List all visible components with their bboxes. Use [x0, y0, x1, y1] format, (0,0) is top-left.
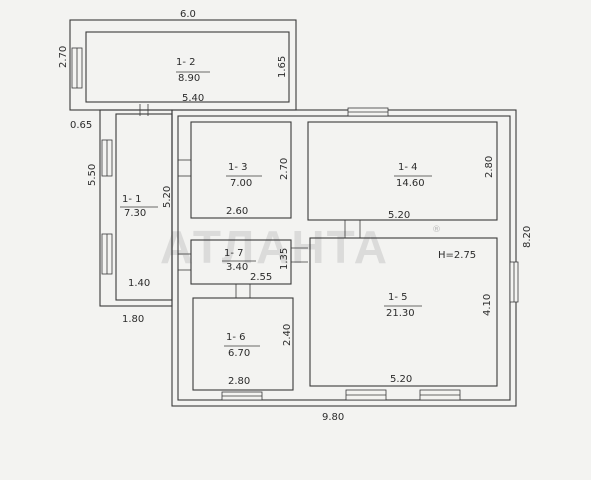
main-house — [171, 109, 517, 407]
room-1-3 — [178, 121, 292, 219]
dim-total-width: 9.80 — [322, 412, 344, 423]
dim-corridor-width: 1.40 — [128, 278, 150, 289]
dim-r12-height-right: 1.65 — [277, 56, 288, 78]
room-1-6-wall — [192, 297, 294, 391]
room-1-6 — [192, 284, 294, 401]
room-1-5 — [309, 237, 519, 401]
room-1-3-area: 7.00 — [230, 178, 252, 189]
dim-r16-height: 2.40 — [282, 324, 293, 346]
watermark-registered-mark: ® — [432, 225, 441, 235]
room-1-4-id: 1- 4 — [398, 162, 418, 173]
room-1-5-wall — [309, 237, 498, 387]
room-1-7 — [178, 239, 308, 285]
ceiling-height: H=2.75 — [438, 250, 476, 261]
main-house-inner-line — [177, 115, 511, 401]
dim-left-block-height: 5.20 — [162, 186, 173, 208]
room-1-6-area: 6.70 — [228, 348, 250, 359]
room-1-1-area: 7.30 — [124, 208, 146, 219]
dim-r13-height: 2.70 — [279, 158, 290, 180]
dim-r12-height-left: 2.70 — [58, 46, 69, 68]
room-1-7-area: 3.40 — [226, 262, 248, 273]
room-1-1 — [99, 104, 173, 307]
room-1-6-id: 1- 6 — [226, 332, 246, 343]
dim-r17-width: 2.55 — [250, 272, 272, 283]
dim-r15-height: 4.10 — [482, 294, 493, 316]
room-1-7-id: 1- 7 — [224, 248, 244, 259]
dim-r15-bottom: 5.20 — [390, 374, 412, 385]
dim-top-width: 6.0 — [180, 9, 196, 20]
dim-corridor-outer: 1.80 — [122, 314, 144, 325]
dim-r17-height: 1.35 — [279, 248, 290, 270]
room-1-1-id: 1- 1 — [122, 194, 142, 205]
room-1-2-inner-wall — [85, 31, 290, 103]
main-house-outer-wall — [171, 109, 517, 407]
dim-total-height: 8.20 — [522, 226, 533, 248]
dim-r16-bottom: 2.80 — [228, 376, 250, 387]
room-1-3-wall — [190, 121, 292, 219]
room-1-3-id: 1- 3 — [228, 162, 248, 173]
room-1-5-id: 1- 5 — [388, 292, 408, 303]
room-1-2-area: 8.90 — [178, 73, 200, 84]
room-1-4-wall — [307, 121, 498, 221]
room-1-5-area: 21.30 — [386, 308, 415, 319]
dim-r12-bottom: 5.40 — [182, 93, 204, 104]
dim-r14-bottom: 5.20 — [388, 210, 410, 221]
dim-r13-bottom: 2.60 — [226, 206, 248, 217]
dim-r14-height: 2.80 — [484, 156, 495, 178]
watermark-text: АТЛАНТА — [160, 221, 389, 273]
dim-corridor-length: 5.50 — [87, 164, 98, 186]
room-1-4-area: 14.60 — [396, 178, 425, 189]
room-1-2-id: 1- 2 — [176, 57, 196, 68]
room-1-4 — [307, 107, 498, 238]
dim-corridor-gap: 0.65 — [70, 120, 92, 131]
